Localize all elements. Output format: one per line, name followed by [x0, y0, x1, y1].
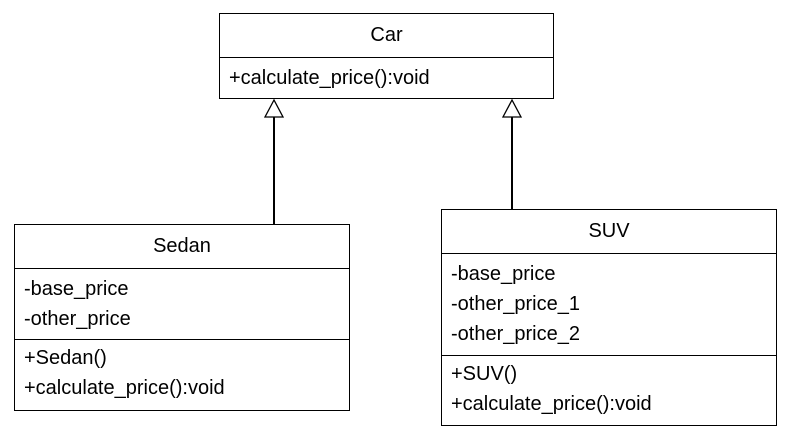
class-suv: SUV -base_price -other_price_1 -other_pr…: [441, 209, 777, 426]
attribute-row: -other_price: [24, 308, 131, 330]
class-attributes: -base_price -other_price: [15, 268, 349, 339]
attribute-row: -base_price: [451, 263, 556, 285]
method-row: +SUV(): [451, 363, 518, 385]
suv-generalization-arrowhead: [501, 98, 523, 118]
attribute-row: -other_price_2: [451, 323, 580, 345]
class-name: Sedan: [153, 235, 211, 257]
class-name: SUV: [588, 220, 630, 242]
sedan-generalization-arrowhead: [263, 98, 285, 118]
class-methods: +SUV() +calculate_price():void: [442, 355, 776, 425]
class-attributes: -base_price -other_price_1 -other_price_…: [442, 253, 776, 355]
method-row: +Sedan(): [24, 347, 107, 369]
attribute-row: -other_price_1: [451, 293, 580, 315]
method-row: +calculate_price():void: [451, 393, 652, 415]
method-row: +calculate_price():void: [229, 67, 430, 89]
class-methods: +calculate_price():void: [220, 57, 553, 98]
method-row: +calculate_price():void: [24, 377, 225, 399]
class-sedan: Sedan -base_price -other_price +Sedan() …: [14, 224, 350, 411]
class-name: Car: [370, 24, 403, 46]
class-car: Car +calculate_price():void: [219, 13, 554, 99]
class-methods: +Sedan() +calculate_price():void: [15, 339, 349, 410]
attribute-row: -base_price: [24, 278, 129, 300]
